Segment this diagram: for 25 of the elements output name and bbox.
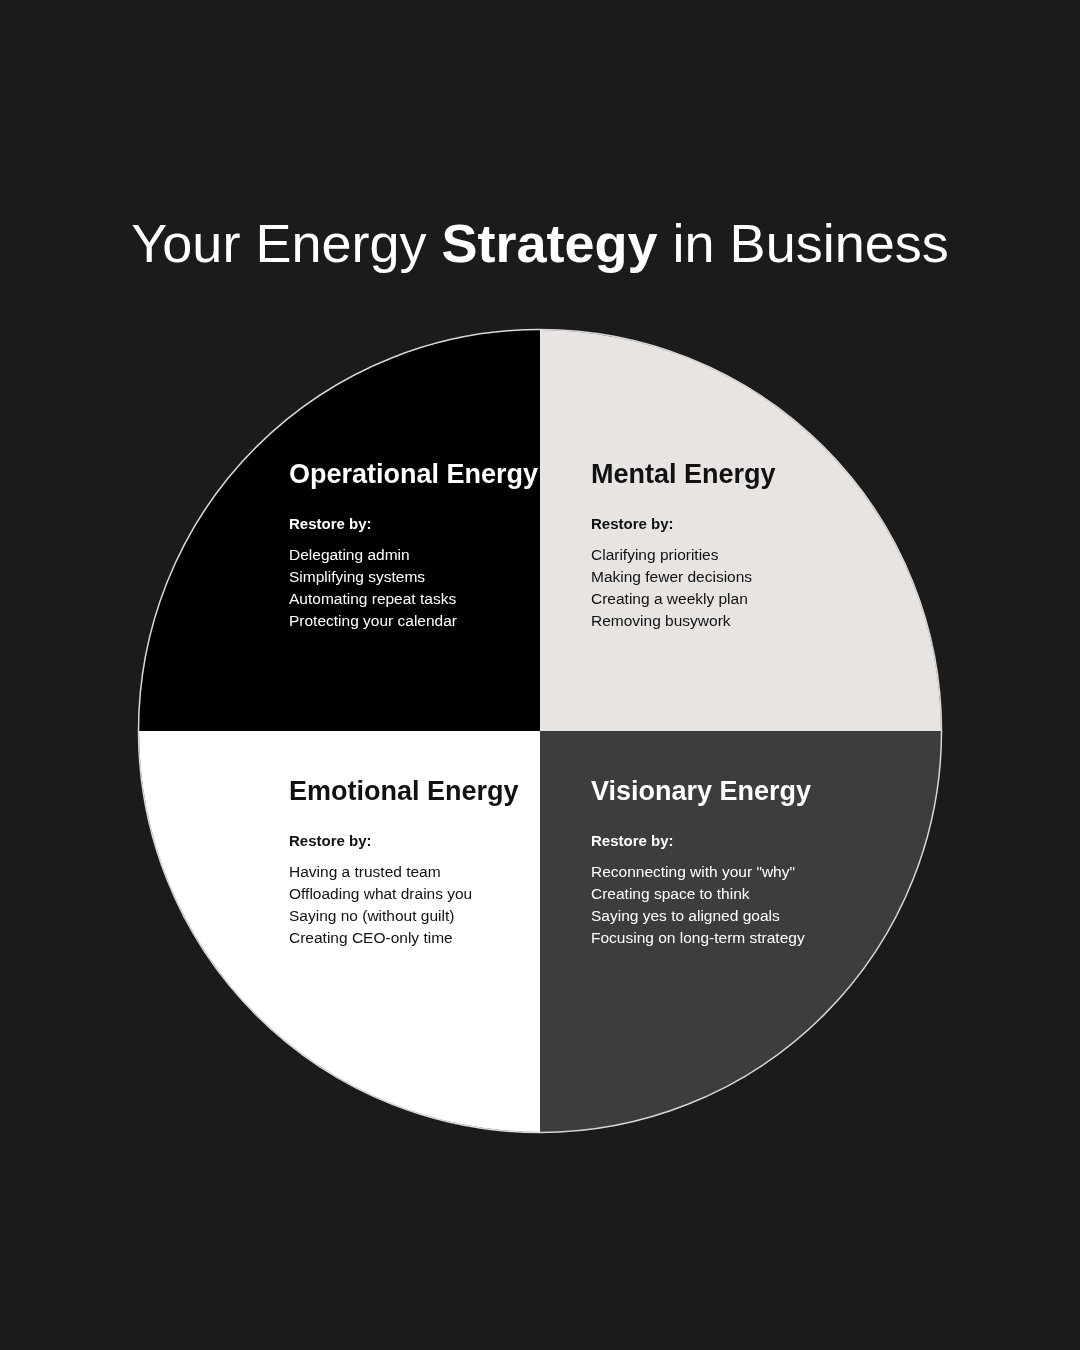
- list-item: Reconnecting with your "why": [591, 862, 796, 882]
- quadrant-heading: Mental Energy: [591, 458, 777, 490]
- list-item: Protecting your calendar: [289, 611, 458, 631]
- subheading: Restore by:: [289, 831, 372, 851]
- list-item: Saying no (without guilt): [289, 906, 456, 926]
- subheading: Restore by:: [289, 514, 372, 534]
- subheading: Restore by:: [591, 514, 674, 534]
- list-item: Having a trusted team: [289, 862, 442, 882]
- list-item: Removing busywork: [591, 611, 732, 631]
- list-item: Creating space to think: [591, 884, 751, 904]
- title: Your Energy Strategy in Business: [130, 212, 950, 275]
- subheading: Restore by:: [591, 831, 674, 851]
- list-item: Clarifying priorities: [591, 545, 720, 565]
- list-item: Creating CEO-only time: [289, 928, 454, 948]
- list-item: Making fewer decisions: [591, 567, 754, 587]
- list-item: Offloading what drains you: [289, 884, 474, 904]
- quadrant-heading: Operational Energy: [289, 458, 540, 490]
- list-item: Automating repeat tasks: [289, 589, 458, 609]
- list-item: Focusing on long-term strategy: [591, 928, 806, 948]
- list-item: Saying yes to aligned goals: [591, 906, 781, 926]
- list-item: Creating a weekly plan: [591, 589, 749, 609]
- list-item: Simplifying systems: [289, 567, 427, 587]
- list-item: Delegating admin: [289, 545, 411, 565]
- quadrant-heading: Visionary Energy: [591, 775, 813, 807]
- quadrant-heading: Emotional Energy: [289, 775, 520, 807]
